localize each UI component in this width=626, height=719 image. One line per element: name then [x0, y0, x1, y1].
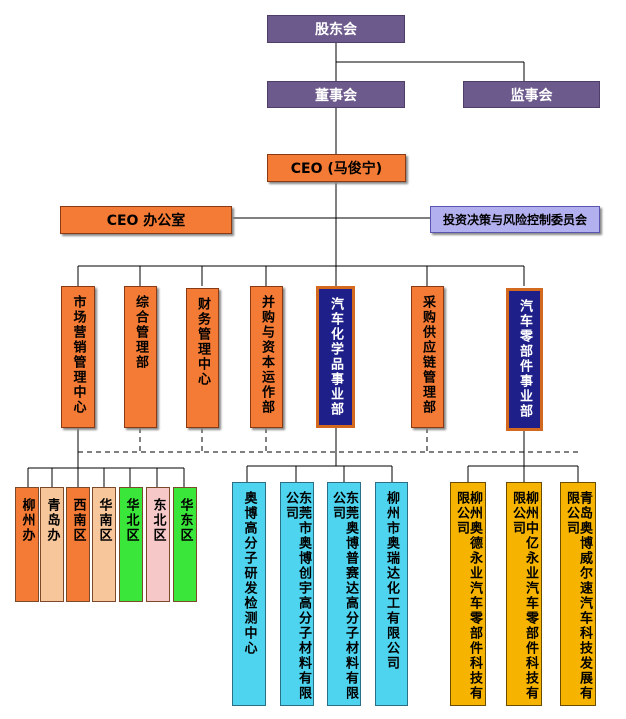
dept-auto-parts: 汽车零部件事业部	[506, 288, 543, 431]
regional-office-label: 华东区	[177, 498, 193, 543]
regional-office-label: 华北区	[123, 498, 139, 543]
parts-subsidiary-label: 青岛奥博威尔速汽车科技发展有限公司	[564, 491, 592, 701]
chemical-subsidiary-label: 柳州市奥瑞达化工有限公司	[384, 491, 399, 671]
parts-subsidiary-label: 柳州中亿永业汽车零部件科技有限公司	[510, 491, 538, 701]
parts-subsidiary: 柳州中亿永业汽车零部件科技有限公司	[506, 482, 542, 706]
supervisors-box: 监事会	[463, 81, 600, 108]
dept-marketing-label: 市场营销管理中心	[70, 295, 86, 415]
regional-office: 西南区	[66, 487, 90, 602]
dept-ma-capital-label: 并购与资本运作部	[259, 295, 274, 415]
regional-office-label: 青岛办	[44, 498, 60, 543]
regional-office: 青岛办	[40, 487, 64, 602]
chemical-subsidiary: 东莞奥博普赛达高分子材料有限公司	[327, 482, 361, 706]
parts-subsidiary: 柳州奥德永业汽车零部件科技有限公司	[450, 482, 486, 706]
chemical-subsidiary: 柳州市奥瑞达化工有限公司	[375, 482, 408, 706]
dept-general-admin: 综合管理部	[124, 286, 157, 428]
shareholders-box: 股东会	[267, 15, 405, 43]
regional-office-label: 华南区	[96, 498, 112, 543]
regional-office: 柳州办	[15, 487, 39, 602]
dept-auto-parts-label: 汽车零部件事业部	[517, 299, 532, 419]
regional-office: 华北区	[119, 487, 143, 602]
regional-office-label: 柳州办	[19, 498, 35, 543]
chemical-subsidiary-label: 东莞奥博普赛达高分子材料有限公司	[330, 491, 358, 701]
investment-committee-box: 投资决策与风险控制委员会	[430, 206, 600, 233]
chemical-subsidiary: 奥博高分子研发检测中心	[232, 482, 266, 706]
regional-office-label: 西南区	[70, 498, 86, 543]
chemical-subsidiary-label: 东莞市奥博创宇高分子材料有限公司	[283, 491, 311, 701]
board-box: 董事会	[267, 81, 405, 108]
dept-procurement: 采购供应链管理部	[411, 286, 444, 428]
ceo-box: CEO (马俊宁)	[267, 154, 406, 182]
regional-office-label: 东北区	[150, 498, 166, 543]
dept-procurement-label: 采购供应链管理部	[420, 295, 435, 415]
regional-office: 东北区	[146, 487, 170, 602]
parts-subsidiary: 青岛奥博威尔速汽车科技发展有限公司	[560, 482, 596, 706]
regional-office: 华南区	[92, 487, 116, 602]
parts-subsidiary-label: 柳州奥德永业汽车零部件科技有限公司	[454, 491, 482, 701]
dept-general-admin-label: 综合管理部	[133, 295, 148, 370]
dept-finance: 财务管理中心	[186, 288, 219, 428]
dept-auto-chemicals: 汽车化学品事业部	[316, 286, 355, 428]
ceo-office-box: CEO 办公室	[60, 206, 232, 234]
dept-finance-label: 财务管理中心	[195, 297, 210, 387]
dept-ma-capital: 并购与资本运作部	[250, 286, 283, 428]
regional-office: 华东区	[173, 487, 197, 602]
chemical-subsidiary: 东莞市奥博创宇高分子材料有限公司	[280, 482, 314, 706]
dept-marketing: 市场营销管理中心	[61, 286, 95, 428]
chemical-subsidiary-label: 奥博高分子研发检测中心	[241, 491, 257, 656]
dept-auto-chemicals-label: 汽车化学品事业部	[328, 297, 343, 417]
